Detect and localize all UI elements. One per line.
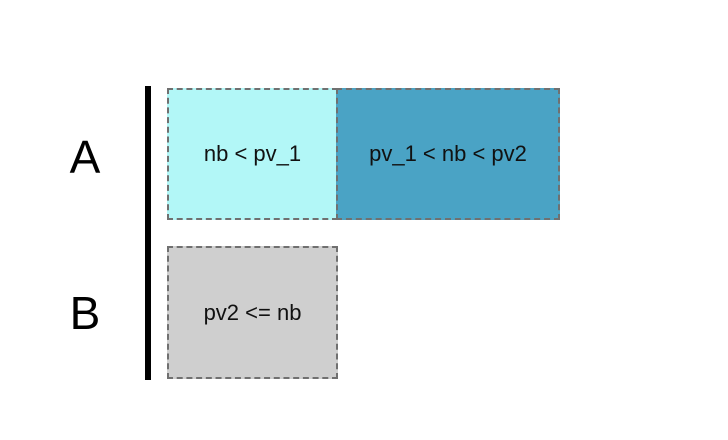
cell-a-range-1: nb < pv_1 bbox=[167, 88, 338, 220]
cell-a-range-2-label: pv_1 < nb < pv2 bbox=[369, 141, 527, 166]
cell-b-range-1-label: pv2 <= nb bbox=[203, 299, 302, 325]
cell-a-range-2: pv_1 < nb < pv2 bbox=[336, 88, 560, 220]
row-label-a: A bbox=[69, 131, 101, 183]
cell-b-range-1: pv2 <= nb bbox=[167, 246, 338, 379]
row-label-b: B bbox=[69, 287, 101, 339]
vertical-axis-bar bbox=[145, 86, 151, 380]
cell-a-range-1-label: nb < pv_1 bbox=[203, 141, 302, 166]
